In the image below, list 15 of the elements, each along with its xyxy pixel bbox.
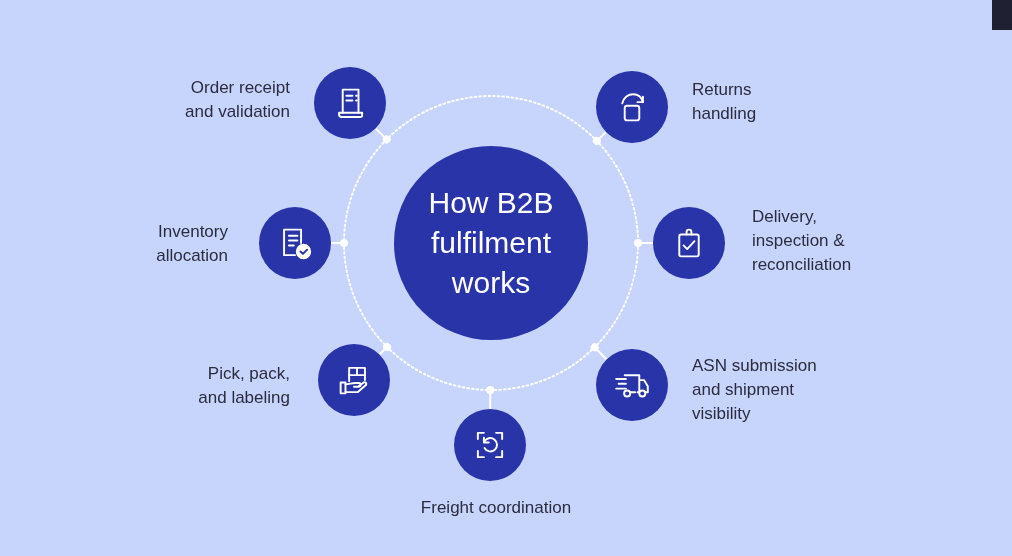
connector-line: [486, 386, 495, 410]
step-label: Returns handling: [692, 79, 758, 125]
connector-line: [634, 239, 654, 247]
hub-title: How B2B fulfilment works: [427, 185, 555, 301]
connector-line: [378, 342, 392, 356]
step-label: Inventory allocation: [155, 221, 228, 267]
step-label: Pick, pack, and labeling: [197, 363, 290, 409]
connector-line: [590, 343, 608, 361]
step-label: Delivery, inspection & reconciliation: [752, 206, 853, 276]
connector-line: [330, 239, 348, 247]
step-label: Freight coordination: [419, 497, 573, 519]
connector-line: [374, 127, 391, 144]
step-label: ASN submission and shipment visibility: [692, 355, 818, 425]
step-label: Order receipt and validation: [184, 77, 290, 123]
connector-line: [592, 131, 608, 145]
